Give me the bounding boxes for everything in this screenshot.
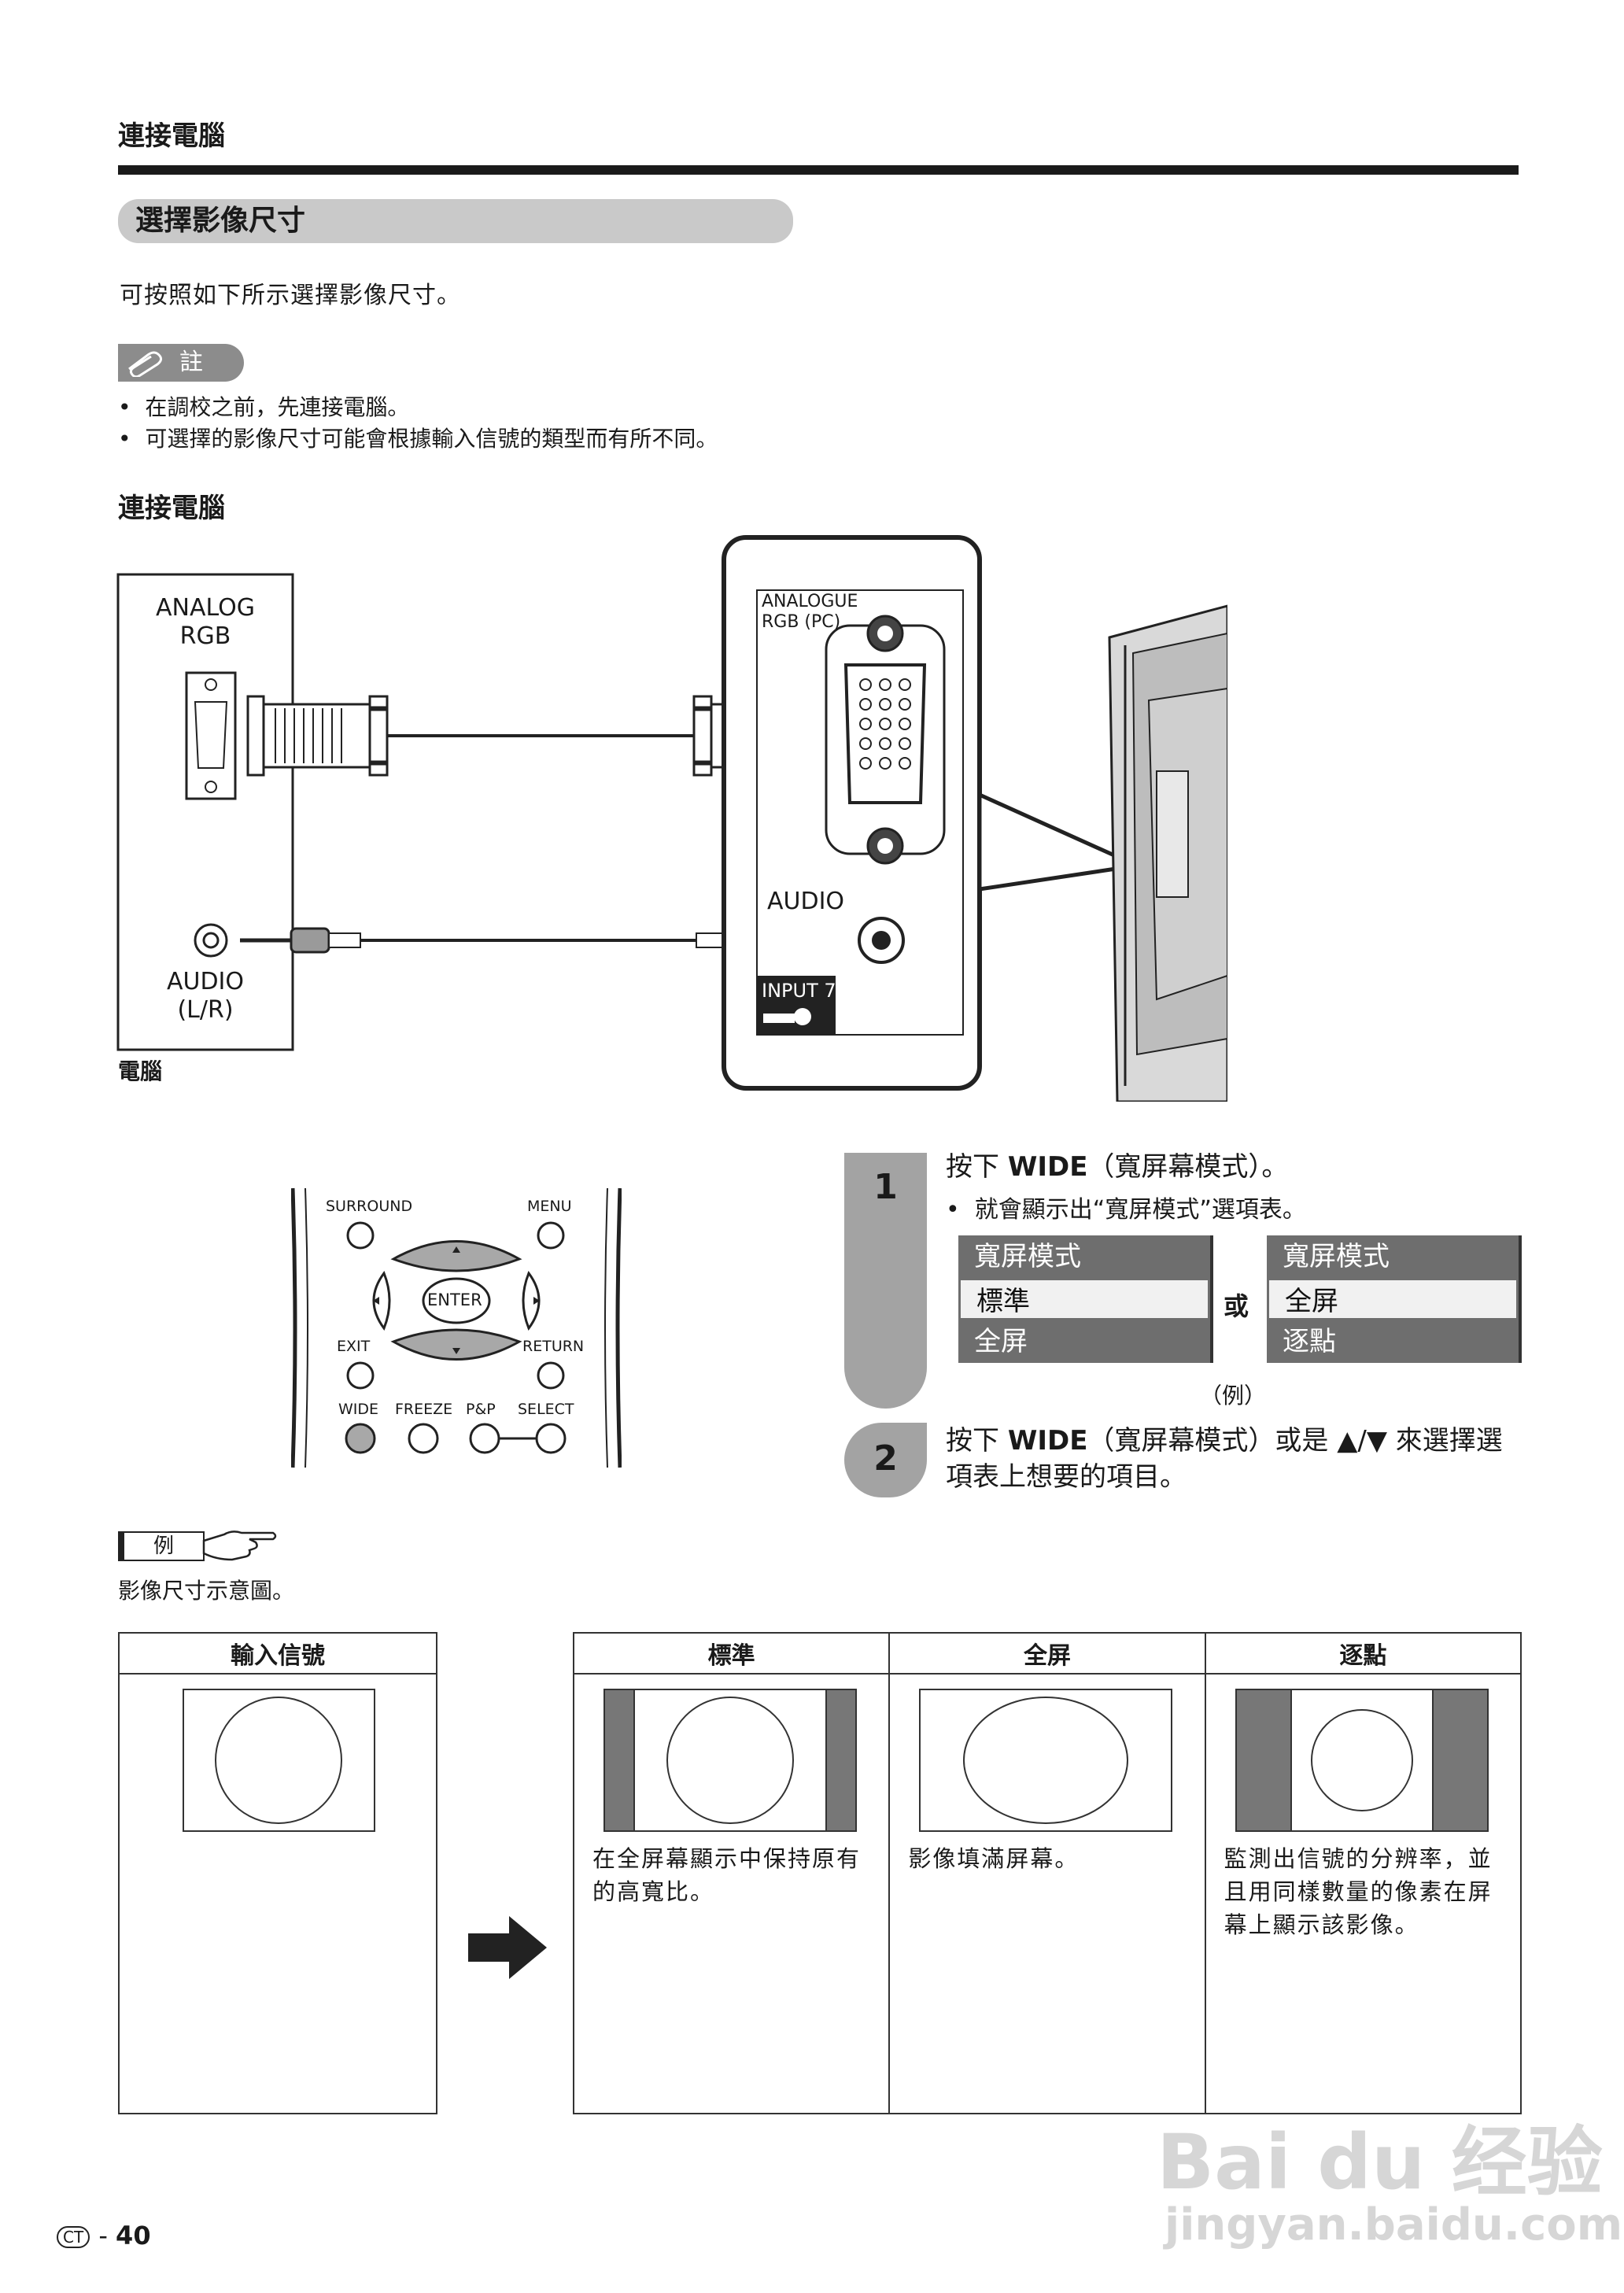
pc-audio-jack (194, 923, 228, 958)
remote-enter-label: ENTER (427, 1291, 482, 1309)
input-signal-image (183, 1689, 375, 1832)
example-tag-label: 例 (153, 1534, 174, 1558)
remote-pap-label: P&P (466, 1401, 496, 1418)
full-mode-image (919, 1689, 1173, 1832)
mode-header-standard: 標準 (572, 1632, 891, 1675)
dot-mode-image (1235, 1689, 1489, 1832)
pointing-hand-icon (202, 1531, 277, 1561)
remote-surround-label: SURROUND (326, 1198, 413, 1215)
remote-wide-label: WIDE (338, 1401, 379, 1418)
size-modes-table: 標準 全屏 逐點 在全屏幕顯示中保持原有的高寬比。 影像填滿屏幕。 (572, 1632, 1522, 2114)
mode-header-full: 全屏 (888, 1632, 1206, 1675)
step2-number: 2 (873, 1438, 898, 1479)
menu-item-selected[interactable]: 全屏 (1267, 1278, 1519, 1320)
pc-label: 電腦 (118, 1058, 163, 1084)
input-signal-header: 輸入信號 (118, 1632, 437, 1675)
menu-header: 寬屏模式 (958, 1235, 1210, 1278)
standard-mode-desc: 在全屏幕顯示中保持原有的高寬比。 (592, 1845, 862, 1905)
input7-box (757, 976, 836, 1035)
menu-header: 寬屏模式 (1267, 1235, 1519, 1278)
menu-example-label: （例） (1200, 1383, 1267, 1409)
connect-title: 連接電腦 (118, 493, 225, 524)
remote-menu-label: MENU (527, 1198, 572, 1215)
menu-item[interactable]: 全屏 (958, 1320, 1210, 1363)
language-badge: CT (57, 2226, 90, 2248)
step1-number: 1 (873, 1167, 898, 1207)
tv-back-illustration (1108, 604, 1227, 1102)
baidu-watermark: Bai du 经验 (1157, 2118, 1603, 2206)
section-title: 選擇影像尺寸 (118, 199, 793, 243)
standard-mode-image (603, 1689, 857, 1832)
mode-header-dot: 逐點 (1204, 1632, 1522, 1675)
input7-label: INPUT 7 (762, 980, 836, 1002)
note-item: • 可選擇的影像尺寸可能會根據輸入信號的類型而有所不同。 (118, 426, 718, 452)
step2-tab: 2 (844, 1423, 927, 1497)
menu-or-label: 或 (1224, 1291, 1249, 1321)
menu-item[interactable]: 逐點 (1267, 1320, 1519, 1363)
step1-bullet: • 就會顯示出“寬屏模式”選項表。 (946, 1196, 1306, 1224)
remote-select-label: SELECT (518, 1401, 574, 1418)
remote-exit-label: EXIT (337, 1338, 371, 1355)
tv-vga-port (825, 615, 946, 865)
tv-audio-label: AUDIO (767, 888, 845, 915)
page-footer: CT - 40 (57, 2221, 151, 2251)
wide-menu-right: 寬屏模式 全屏 逐點 (1267, 1235, 1522, 1363)
pc-panel (116, 573, 294, 1051)
note-list: • 在調校之前，先連接電腦。 • 可選擇的影像尺寸可能會根據輸入信號的類型而有所… (118, 392, 718, 455)
wide-button (345, 1423, 376, 1454)
connection-diagram (116, 535, 1227, 1102)
dot-mode-desc: 監測出信號的分辨率，並且用同樣數量的像素在屏幕上顯示該影像。 (1224, 1845, 1493, 1938)
paperclip-icon (128, 351, 163, 377)
intro-text: 可按照如下所示選擇影像尺寸。 (120, 282, 461, 309)
example-caption: 影像尺寸示意圖。 (118, 1578, 295, 1604)
step2-text: 按下 WIDE（寬屏幕模式）或是 ▲/▼ 來選擇選項表上想要的項目。 (946, 1425, 1503, 1493)
example-tag: 例 (118, 1531, 205, 1561)
page-number: 40 (116, 2221, 151, 2251)
full-mode-desc: 影像填滿屏幕。 (908, 1845, 1080, 1872)
remote-illustration: SURROUND MENU ENTER EXIT RETURN WIDE FRE… (291, 1180, 622, 1471)
pc-audio-label: AUDIO (L/R) (166, 968, 245, 1024)
arrow-right-icon (468, 1916, 547, 1979)
vga-plug-left (246, 695, 389, 777)
wide-menu-left: 寬屏模式 標準 全屏 (958, 1235, 1213, 1363)
tv-rgb-label: ANALOGUE RGB (PC) (762, 592, 858, 632)
pc-rgb-label: ANALOG RGB (156, 594, 255, 650)
audio-cable (240, 927, 803, 954)
page-header-title: 連接電腦 (118, 120, 225, 152)
remote-return-label: RETURN (522, 1338, 585, 1355)
input-signal-table: 輸入信號 (118, 1632, 437, 2114)
menu-item-selected[interactable]: 標準 (958, 1278, 1210, 1320)
header-rule (118, 165, 1519, 175)
note-badge: 註 (118, 344, 244, 382)
baidu-watermark-url: jingyan.baidu.com (1164, 2199, 1623, 2251)
step1-text: 按下 WIDE（寬屏幕模式）。 (946, 1151, 1289, 1183)
remote-freeze-label: FREEZE (395, 1401, 453, 1418)
note-label: 註 (179, 349, 203, 376)
note-item: • 在調校之前，先連接電腦。 (118, 394, 410, 420)
step1-tab: 1 (844, 1153, 927, 1409)
